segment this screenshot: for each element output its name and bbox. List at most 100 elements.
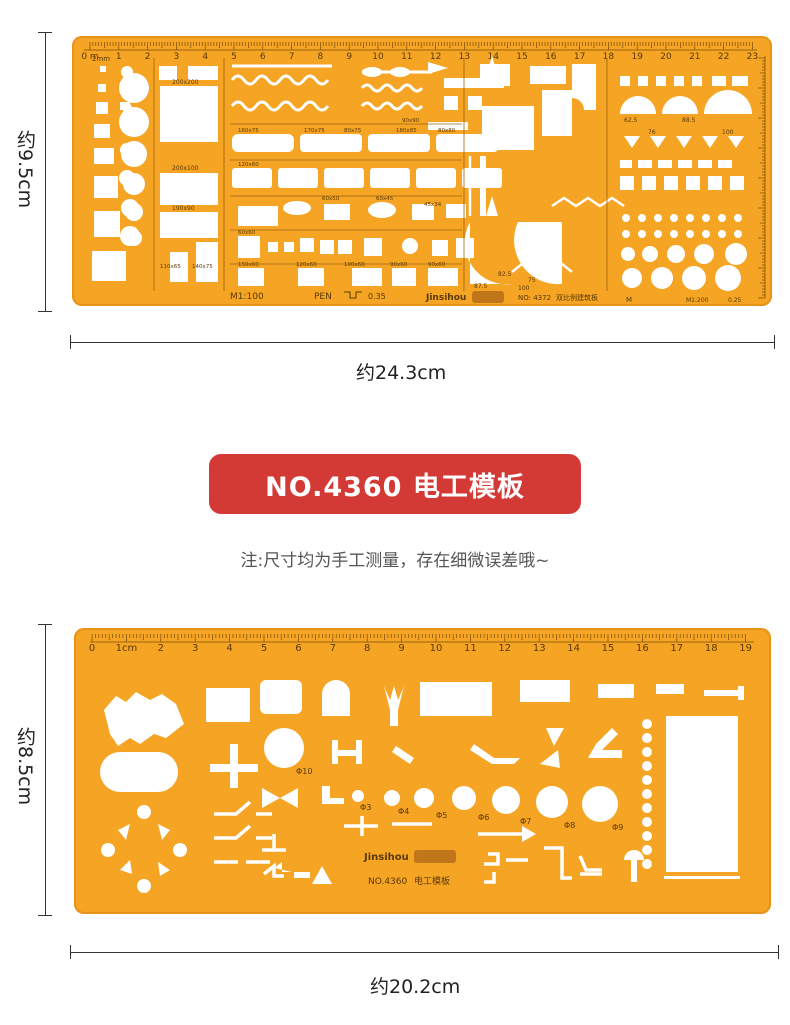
ruler-number: 18 xyxy=(603,52,615,62)
dim-label: 160x75 xyxy=(238,128,259,134)
ruler-number: 5 xyxy=(261,643,267,654)
template1-height-label: 约9.5cm xyxy=(14,130,36,209)
template1-rooms xyxy=(159,66,218,282)
ruler-number: 23 xyxy=(747,52,758,62)
template1-wave-rows xyxy=(230,64,432,112)
circle-label: Φ5 xyxy=(436,811,447,820)
circle-label: Φ3 xyxy=(360,803,371,812)
dim-label: 45x34 xyxy=(424,202,442,208)
template1-doors xyxy=(464,56,596,285)
dim-label: 100x60 xyxy=(344,262,365,268)
template1-furniture xyxy=(232,78,504,286)
dim-label: 60x60 xyxy=(238,230,256,236)
ruler-number: 7 xyxy=(289,52,295,62)
dim-label: 150x60 xyxy=(238,262,259,268)
ruler-number: 11 xyxy=(464,643,477,654)
ruler-number: 19 xyxy=(631,52,643,62)
ruler-number: 4 xyxy=(202,52,208,62)
dim-label: 170x75 xyxy=(304,128,325,134)
brand-label: Jinsihou xyxy=(425,293,466,303)
dim-label: 140x75 xyxy=(192,264,213,270)
dim-label: 60x50 xyxy=(322,196,340,202)
dim-label: 100 xyxy=(722,129,734,136)
dim-label: 110x65 xyxy=(160,264,181,270)
ruler-number: 4 xyxy=(226,643,232,654)
pen-size-2: 0.25 xyxy=(728,297,742,304)
dim-label: 80x80 xyxy=(438,128,456,134)
ruler-number: 16 xyxy=(545,52,557,62)
ruler-number: 2 xyxy=(145,52,151,62)
dim-label: 87.5 xyxy=(474,283,488,290)
template1-right-shapes xyxy=(620,76,752,291)
ruler-number: 5 xyxy=(231,52,237,62)
ruler-number: 10 xyxy=(372,52,384,62)
scale-label: M xyxy=(626,296,632,304)
dim-label: 88.5 xyxy=(682,117,696,124)
brand-label: Jinsihou xyxy=(363,852,409,863)
ruler-number: 18 xyxy=(705,643,718,654)
circle-label: Φ4 xyxy=(398,807,409,816)
ruler-number: 15 xyxy=(602,643,615,654)
ruler-number: 9 xyxy=(398,643,404,654)
template2-symbols-row2 xyxy=(100,728,622,792)
ruler-number: 11 xyxy=(401,52,412,62)
ruler-number: 8 xyxy=(364,643,370,654)
dim-label: 90x60 xyxy=(428,262,446,268)
model-label: M1:100 xyxy=(230,292,264,302)
pen-size: 0.35 xyxy=(368,292,386,301)
template2-dot-column xyxy=(642,716,738,872)
dim-label: 180x85 xyxy=(396,128,417,134)
ruler-number: 13 xyxy=(533,643,546,654)
template1-left-shapes xyxy=(92,66,149,281)
dim-label: 75 xyxy=(528,277,536,284)
ruler-number: 17 xyxy=(670,643,683,654)
ruler-number: 14 xyxy=(487,52,499,62)
ruler-number: 2 xyxy=(158,643,164,654)
ruler-number: 3 xyxy=(192,643,198,654)
circle-label: Φ6 xyxy=(478,813,489,822)
template2-width-label: 约20.2cm xyxy=(370,976,461,998)
ruler-number: 9 xyxy=(346,52,352,62)
ruler-number: 12 xyxy=(498,643,511,654)
product-name: 电工模板 xyxy=(414,875,450,887)
ruler-number: 22 xyxy=(718,52,729,62)
ruler-number: 7 xyxy=(330,643,336,654)
circle-label: Φ7 xyxy=(520,817,531,826)
ruler-number: 8 xyxy=(318,52,324,62)
ruler-number: 0 m xyxy=(81,52,98,62)
template2-switch-lines xyxy=(214,800,602,884)
template2-rectifier xyxy=(101,788,298,893)
product-name: 双比例建筑板 xyxy=(556,293,598,302)
circle-label: Φ9 xyxy=(612,823,623,832)
ruler-number: 3 xyxy=(174,52,180,62)
dim-label: 200x100 xyxy=(172,165,199,172)
ruler-number: 6 xyxy=(260,52,266,62)
ruler-number: 13 xyxy=(459,52,470,62)
dim-label: 90x90 xyxy=(402,118,420,124)
ruler-number: 10 xyxy=(430,643,443,654)
dim-label: 82.5 xyxy=(498,271,512,278)
ruler-number: 15 xyxy=(516,52,527,62)
template2-circle-holes xyxy=(322,786,618,822)
mm-label: 2mm xyxy=(92,55,110,63)
circle-label: Φ10 xyxy=(296,767,312,776)
ruler-number: 6 xyxy=(295,643,301,654)
ruler-number: 1cm xyxy=(116,643,138,654)
dim-label: 80x75 xyxy=(344,128,362,134)
ruler-number: 1 xyxy=(116,52,122,62)
ruler-number: 12 xyxy=(430,52,441,62)
ruler-number: 14 xyxy=(567,643,580,654)
ruler-number: 19 xyxy=(739,643,752,654)
template2-symbols-row1 xyxy=(104,680,744,746)
brand-logo xyxy=(472,291,504,303)
circle-label: Φ8 xyxy=(564,821,575,830)
dim-label: 190x90 xyxy=(172,205,195,212)
ruler-number: 0 xyxy=(89,643,95,654)
dim-label: 120x60 xyxy=(296,262,317,268)
dim-label: 62.5 xyxy=(624,117,638,124)
ruler-number: 21 xyxy=(689,52,700,62)
model-number: NO.4360 xyxy=(368,877,407,887)
